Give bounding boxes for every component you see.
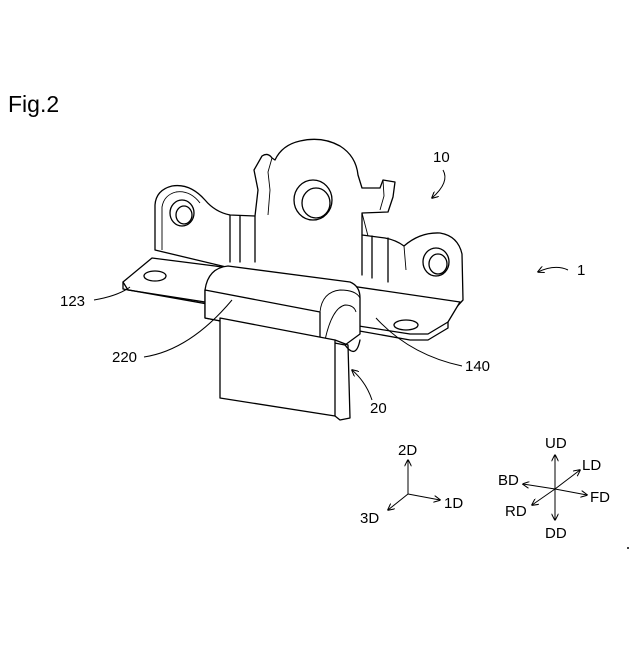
figure-title: Fig.2 <box>8 91 59 117</box>
leader-cover <box>352 370 372 400</box>
axis-label-fd: FD <box>590 489 610 506</box>
label-slot: 140 <box>465 358 490 375</box>
axis-rose-large: UD DD LD RD FD BD <box>498 435 610 542</box>
label-device: 1 <box>577 262 585 279</box>
axis-label-ld: LD <box>582 457 601 474</box>
label-cover-body: 220 <box>112 349 137 366</box>
axis-rd-arrow <box>532 489 555 505</box>
axis-label-2d: 2D <box>398 442 417 459</box>
cover-drawing <box>205 266 360 420</box>
axis-label-rd: RD <box>505 503 527 520</box>
leader-bracket <box>432 170 445 198</box>
axis-bd-arrow <box>523 484 555 489</box>
label-cover: 20 <box>370 400 387 417</box>
cover-side-strip <box>335 340 360 420</box>
axis-label-3d: 3D <box>360 510 379 527</box>
axis-label-1d: 1D <box>444 495 463 512</box>
axis-label-ud: UD <box>545 435 567 452</box>
axis-1d-arrow <box>408 494 440 500</box>
label-bracket: 10 <box>433 149 450 166</box>
axis-label-bd: BD <box>498 472 519 489</box>
axis-ld-arrow <box>555 470 580 489</box>
axis-triad-small: 2D 1D 3D <box>360 442 463 527</box>
label-flange: 123 <box>60 293 85 310</box>
axis-fd-arrow <box>555 489 587 495</box>
stray-dot <box>627 547 629 549</box>
leader-device <box>538 267 568 272</box>
axis-label-dd: DD <box>545 525 567 542</box>
axis-3d-arrow <box>388 494 408 510</box>
